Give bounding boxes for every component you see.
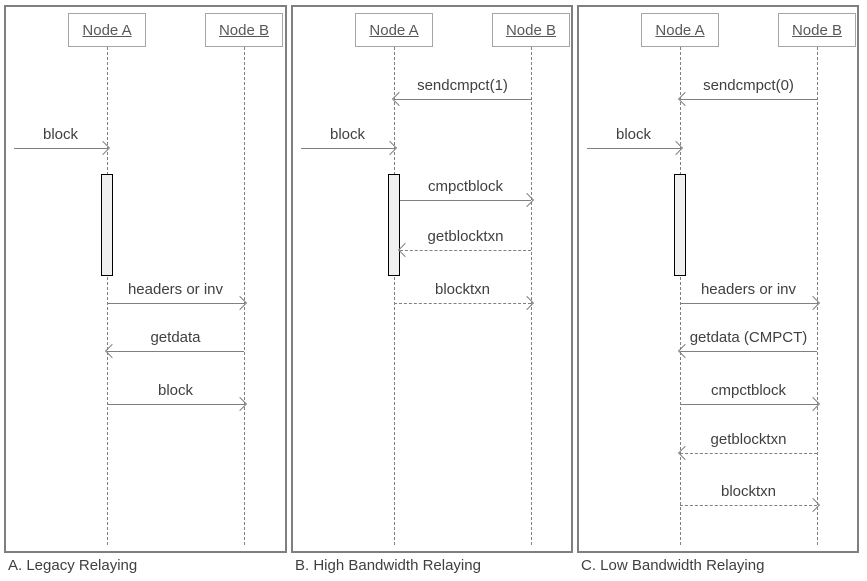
node-a-box: Node A (355, 13, 433, 47)
message-line (400, 250, 531, 251)
message-line (400, 200, 531, 201)
message-label: getdata (150, 329, 201, 346)
message-label: headers or inv (700, 281, 797, 298)
panel-column-low-bandwidth: Node A Node B sendcmpct(0) block headers o… (577, 5, 859, 574)
message-line (107, 404, 244, 405)
message-line (394, 303, 531, 304)
node-b-box: Node B (205, 13, 283, 47)
panel-low-bandwidth-relaying: Node A Node B sendcmpct(0) block headers o… (577, 5, 859, 553)
lifeline-node-a (680, 47, 681, 545)
node-a-label: Node A (82, 21, 132, 39)
message-label: block (157, 382, 194, 399)
message-line (680, 505, 817, 506)
message-label: sendcmpct(0) (703, 77, 794, 94)
message-label: getblocktxn (710, 431, 787, 448)
message-label: headers or inv (127, 281, 224, 298)
message-line (107, 303, 244, 304)
node-b-label: Node B (218, 21, 270, 39)
message-line (680, 303, 817, 304)
node-a-box: Node A (641, 13, 719, 47)
message-label: block (42, 126, 79, 143)
caption-legacy: A. Legacy Relaying (8, 557, 138, 574)
message-line (587, 148, 680, 149)
message-line (107, 351, 244, 352)
message-label: blocktxn (720, 483, 777, 500)
activation-bar (674, 174, 686, 276)
lifeline-node-b (531, 47, 532, 545)
node-b-box: Node B (492, 13, 570, 47)
lifeline-node-b (244, 47, 245, 545)
message-label: sendcmpct(1) (417, 77, 508, 94)
message-line (394, 99, 531, 100)
panel-column-high-bandwidth: Node A Node B sendcmpct(1) block cmpctbloc… (291, 5, 573, 574)
message-label: blocktxn (434, 281, 491, 298)
arrowhead-left-icon (397, 242, 413, 258)
node-a-label: Node A (655, 21, 705, 39)
node-b-label: Node B (791, 21, 843, 39)
caption-low-bandwidth: C. Low Bandwidth Relaying (581, 557, 765, 574)
message-label: cmpctblock (427, 178, 504, 195)
caption-high-bandwidth: B. High Bandwidth Relaying (295, 557, 481, 574)
node-a-label: Node A (369, 21, 419, 39)
message-label: cmpctblock (710, 382, 787, 399)
node-b-label: Node B (505, 21, 557, 39)
message-label: block (615, 126, 652, 143)
message-line (680, 99, 817, 100)
lifeline-node-b (817, 47, 818, 545)
message-label: getblocktxn (427, 228, 504, 245)
message-label: getdata (CMPCT) (689, 329, 808, 346)
message-label: block (329, 126, 366, 143)
panel-column-legacy: Node A Node B block headers or inv getdata… (4, 5, 287, 574)
panel-high-bandwidth-relaying: Node A Node B sendcmpct(1) block cmpctbloc… (291, 5, 573, 553)
message-line (680, 404, 817, 405)
message-line (14, 148, 107, 149)
message-line (680, 351, 817, 352)
activation-bar (101, 174, 113, 276)
activation-bar (388, 174, 400, 276)
node-b-box: Node B (778, 13, 856, 47)
panel-legacy-relaying: Node A Node B block headers or inv getdata… (4, 5, 287, 553)
node-a-box: Node A (68, 13, 146, 47)
message-line (680, 453, 817, 454)
lifeline-node-a (107, 47, 108, 545)
message-line (301, 148, 394, 149)
lifeline-node-a (394, 47, 395, 545)
